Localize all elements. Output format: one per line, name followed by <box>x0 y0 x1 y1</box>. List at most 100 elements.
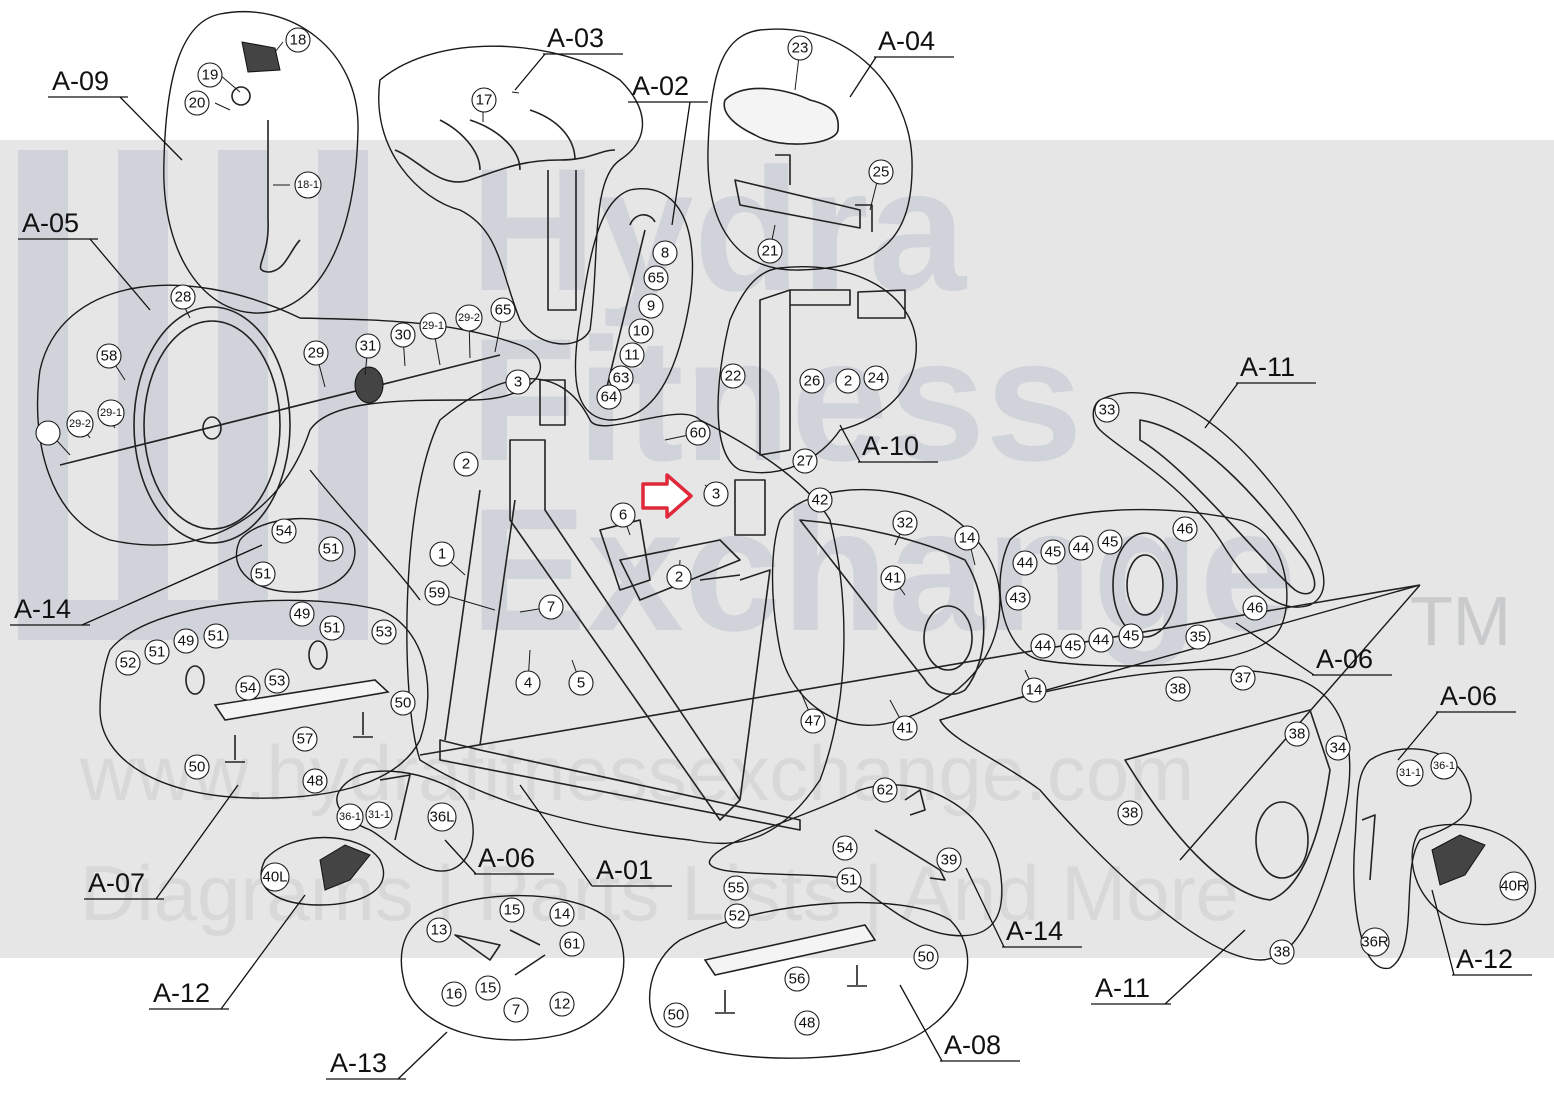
flywheel-outer <box>133 306 291 544</box>
svg-text:45: 45 <box>1045 544 1062 561</box>
callout-29: 29 <box>303 340 329 366</box>
callout-44: 44 <box>1012 550 1038 576</box>
callout-2: 2 <box>453 451 479 477</box>
svg-text:45: 45 <box>1065 638 1082 655</box>
callout-49: 49 <box>173 628 199 654</box>
group-label-a09: A-09 <box>48 66 183 161</box>
rear-stabilizer <box>213 679 390 721</box>
svg-text:A-13: A-13 <box>330 1048 387 1078</box>
svg-text:A-14: A-14 <box>1006 916 1063 946</box>
svg-text:62: 62 <box>877 782 894 799</box>
watermark-brand-line1: Hydra <box>470 133 968 328</box>
svg-text:A-01: A-01 <box>596 855 653 885</box>
svg-text:A-06: A-06 <box>1316 644 1373 674</box>
callout-54: 55 <box>723 875 749 901</box>
svg-text:49: 49 <box>178 633 195 650</box>
svg-text:A-09: A-09 <box>52 66 109 96</box>
callout-44: 44 <box>1030 633 1056 659</box>
svg-text:43: 43 <box>1010 590 1027 607</box>
callout-15: 15 <box>475 975 501 1001</box>
callout-18: 18 <box>285 27 311 53</box>
svg-text:64: 64 <box>601 389 618 406</box>
svg-text:51: 51 <box>324 620 341 637</box>
leveler-front-a <box>715 990 735 1014</box>
callout-51: 51 <box>250 561 276 587</box>
svg-text:34: 34 <box>1330 740 1347 757</box>
svg-text:53: 53 <box>376 624 393 641</box>
callout-7: 7 <box>503 997 529 1023</box>
callout-45: 45 <box>1060 633 1086 659</box>
svg-text:7: 7 <box>512 1002 520 1019</box>
callout-51: 51 <box>319 615 345 641</box>
svg-text:46: 46 <box>1247 600 1264 617</box>
callout-50: 50 <box>913 944 939 970</box>
svg-text:13: 13 <box>431 922 448 939</box>
callout-29-2: 29-2 <box>455 304 483 332</box>
group-label-a06-right: A-06 <box>1397 681 1516 761</box>
callout-50: 50 <box>184 754 210 780</box>
svg-text:A-14: A-14 <box>14 594 71 624</box>
svg-text:8: 8 <box>661 245 669 262</box>
zone-a03 <box>378 45 644 345</box>
callout-45: 45 <box>1118 623 1144 649</box>
svg-text:26: 26 <box>804 373 821 390</box>
zone-a06-right <box>999 508 1288 667</box>
outer-cover <box>1124 709 1331 901</box>
callout-42: 42 <box>807 487 833 513</box>
svg-text:23: 23 <box>792 40 809 57</box>
callout-50: 50 <box>663 1002 689 1028</box>
svg-text:51: 51 <box>149 644 166 661</box>
zone-a06-far-right <box>1353 748 1472 969</box>
chainring-inner <box>1126 554 1164 616</box>
callout-54: 54 <box>271 518 297 544</box>
callout-31-1: 31-1 <box>1396 759 1424 787</box>
callout-14: 14 <box>954 525 980 551</box>
main-frame <box>439 439 801 831</box>
svg-text:51: 51 <box>208 628 225 645</box>
svg-text:22: 22 <box>725 368 742 385</box>
svg-text:50: 50 <box>918 949 935 966</box>
callout-4: 4 <box>515 670 541 696</box>
callout-28: 28 <box>170 284 196 310</box>
group-label-a11-bottom: A-11 <box>1091 929 1246 1005</box>
callout-2: 2 <box>666 564 692 590</box>
callout-20: 20 <box>184 90 210 116</box>
svg-text:47: 47 <box>805 713 822 730</box>
group-labels: A-01 A-02 A-03 A-04 A-05 A-06 A-06 A-06 … <box>10 23 1532 1080</box>
svg-text:50: 50 <box>668 1007 685 1024</box>
zone-a13 <box>400 894 625 1041</box>
svg-text:41: 41 <box>897 720 914 737</box>
svg-text:56: 56 <box>789 971 806 988</box>
callout-57: 58 <box>96 343 122 369</box>
callout-34: 34 <box>1325 735 1351 761</box>
svg-text:7: 7 <box>547 599 555 616</box>
zone-a06-mid <box>771 488 1001 726</box>
svg-text:16: 16 <box>446 986 463 1003</box>
callout-17: 17 <box>471 87 497 113</box>
callout-58: 59 <box>424 580 450 606</box>
console-part <box>241 41 281 73</box>
zone-a12-right <box>1411 823 1537 926</box>
svg-text:21: 21 <box>762 243 779 260</box>
callout-38: 38 <box>1269 939 1295 965</box>
callout-45: 45 <box>1040 539 1066 565</box>
drive-belt <box>1139 419 1316 595</box>
svg-text:31-1: 31-1 <box>1399 767 1421 779</box>
seat-part <box>723 87 839 145</box>
svg-text:30: 30 <box>395 327 412 344</box>
leveler-right <box>353 712 373 738</box>
svg-text:29-2: 29-2 <box>458 312 480 324</box>
callout-54: 54 <box>832 835 858 861</box>
svg-text:52: 52 <box>729 908 746 925</box>
callout-53: 53 <box>371 619 397 645</box>
callout-44: 44 <box>1068 535 1094 561</box>
callout-59: 60 <box>685 420 711 446</box>
callout-25: 25 <box>868 159 894 185</box>
callout-19: 19 <box>197 62 223 88</box>
svg-text:50: 50 <box>189 759 206 776</box>
callout-36L: 36L <box>427 802 457 832</box>
callout-26: 26 <box>799 368 825 394</box>
watermark-brand-line2: Fitness <box>470 303 1083 498</box>
callout-6: 6 <box>610 502 636 528</box>
callout-60: 61 <box>559 931 585 957</box>
